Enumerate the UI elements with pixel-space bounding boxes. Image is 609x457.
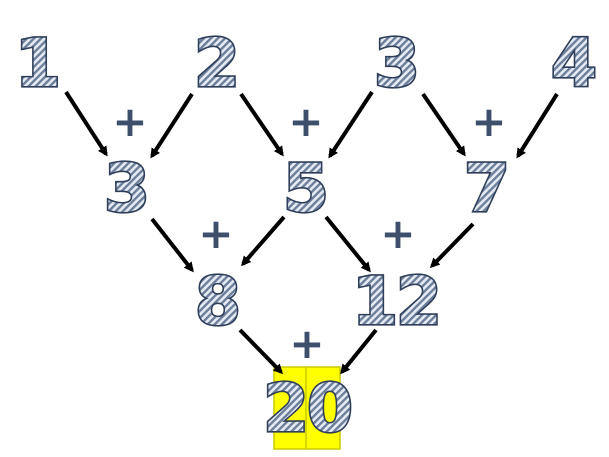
- number-row0-1: 1: [15, 25, 59, 102]
- arrow-3-to-8: [150, 217, 194, 273]
- number-row1-3: 7: [464, 150, 508, 227]
- arrow-5-to-12: [324, 215, 371, 273]
- plus-sign-3: +: [471, 97, 506, 146]
- plus-sign-2: +: [288, 97, 323, 146]
- number-row2-1: 8: [195, 263, 239, 340]
- plus-sign-6: +: [289, 319, 324, 368]
- number-row2-2: 12: [352, 263, 440, 340]
- arrow-4-to-7: [516, 92, 559, 159]
- arrow-1-to-3: [64, 90, 108, 157]
- number-row1-2: 5: [283, 150, 327, 227]
- result-number: 20: [263, 370, 351, 447]
- arrow-3-to-7: [421, 92, 466, 157]
- plus-sign-5: +: [380, 209, 415, 258]
- number-row1-1: 3: [104, 150, 148, 227]
- arrow-5-to-8: [241, 215, 286, 267]
- number-row0-2: 2: [194, 25, 238, 102]
- result-highlight-box: [273, 366, 341, 450]
- arrow-2-to-3: [150, 92, 194, 159]
- arrow-3-to-5: [328, 90, 374, 159]
- plus-sign-1: +: [112, 97, 147, 146]
- arrow-12-to-20: [340, 328, 378, 375]
- arrow-7-to-12: [429, 222, 475, 269]
- arrow-2-to-5: [239, 92, 284, 157]
- plus-sign-4: +: [198, 209, 233, 258]
- arrow-8-to-20: [238, 328, 284, 375]
- number-row0-3: 3: [374, 25, 418, 102]
- number-row0-4: 4: [551, 25, 595, 102]
